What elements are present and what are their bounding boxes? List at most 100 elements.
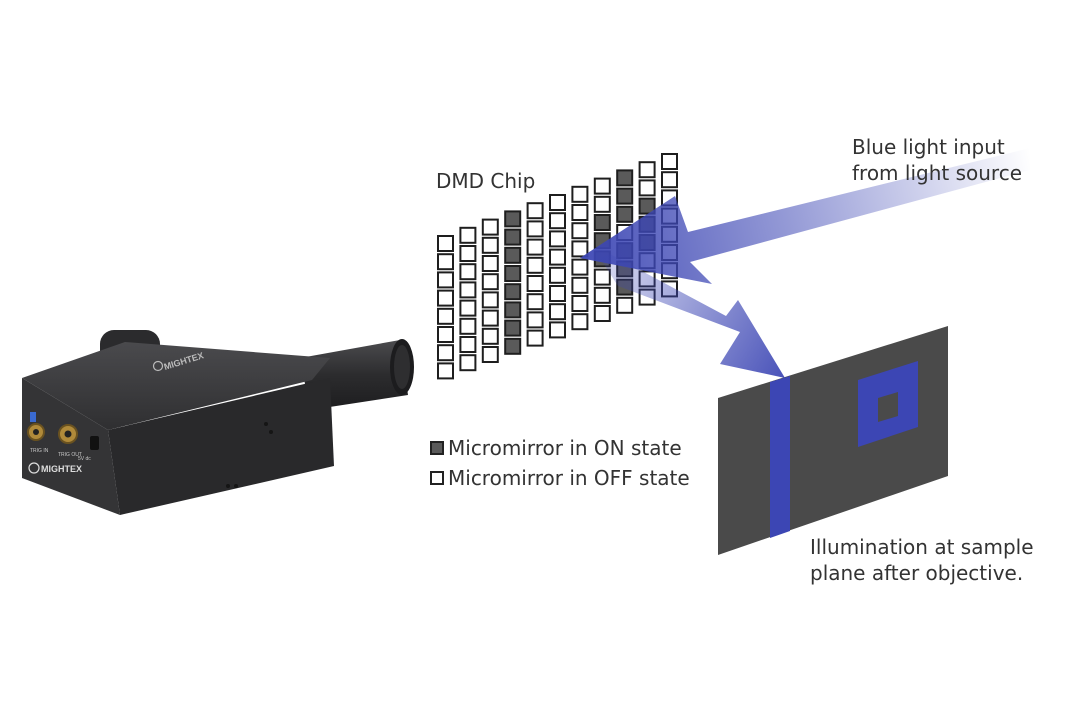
- micromirror-off: [437, 344, 454, 362]
- micromirror-off: [593, 177, 611, 195]
- micromirror-off: [481, 291, 499, 309]
- micromirror-on: [504, 210, 522, 228]
- screw: [269, 430, 273, 434]
- dmd-chip-label: DMD Chip: [436, 169, 536, 193]
- micromirror-off: [571, 222, 589, 240]
- micromirror-off: [571, 295, 589, 312]
- blue-light-input-arrow: [580, 148, 1030, 284]
- legend-on-label: Micromirror in ON state: [448, 436, 682, 460]
- micromirror-off: [459, 263, 477, 281]
- micromirror-off: [481, 309, 499, 327]
- micromirror-off: [459, 354, 477, 372]
- micromirror-off: [638, 179, 656, 197]
- micromirror-off: [571, 313, 589, 331]
- micromirror-off: [526, 238, 544, 256]
- usb-port: [30, 412, 36, 422]
- micromirror-off: [481, 327, 499, 345]
- micromirror-off: [459, 336, 477, 353]
- legend-off-state: Micromirror in OFF state: [430, 466, 690, 490]
- micromirror-off: [481, 218, 499, 236]
- device-side: [108, 378, 334, 515]
- micromirror-off: [571, 240, 589, 258]
- micromirror-off: [459, 299, 477, 317]
- screw: [226, 484, 230, 488]
- micromirror-on: [504, 337, 522, 355]
- legend-on-state: Micromirror in ON state: [430, 436, 682, 460]
- micromirror-off: [571, 258, 589, 276]
- on-state-swatch: [430, 441, 444, 455]
- micromirror-on: [593, 214, 611, 231]
- micromirror-off: [593, 286, 611, 304]
- micromirror-off: [549, 321, 566, 339]
- micromirror-off: [593, 268, 611, 286]
- micromirror-off: [571, 185, 589, 203]
- legend-off-label: Micromirror in OFF state: [448, 466, 690, 490]
- projector-device: MIGHTEX TRIG IN TRIG OUT 5V dc MIGHTEX: [22, 330, 414, 515]
- power-jack: [90, 436, 99, 450]
- micromirror-off: [549, 303, 566, 321]
- micromirror-off: [526, 275, 544, 292]
- svg-text:MIGHTEX: MIGHTEX: [41, 464, 82, 474]
- micromirror-off: [549, 230, 566, 248]
- micromirror-off: [616, 296, 634, 314]
- device-top: [22, 342, 330, 430]
- sample-plane: [718, 326, 948, 555]
- micromirror-off: [526, 202, 544, 220]
- screw: [234, 484, 238, 488]
- micromirror-off: [549, 248, 566, 266]
- bnc-connector-trig-out: [58, 424, 78, 444]
- micromirror-on: [616, 187, 634, 205]
- micromirror-off: [437, 326, 454, 343]
- micromirror-off: [549, 194, 566, 211]
- illumination-square-inner: [878, 392, 898, 422]
- sample-plane-label: Illumination at sample plane after objec…: [810, 534, 1034, 586]
- micromirror-off: [526, 311, 544, 329]
- micromirror-off: [481, 273, 499, 291]
- micromirror-on: [616, 169, 634, 187]
- micromirror-off: [481, 255, 499, 272]
- micromirror-off: [593, 305, 611, 322]
- micromirror-off: [661, 153, 678, 170]
- micromirror-off: [638, 161, 656, 179]
- micromirror-off: [481, 346, 499, 363]
- screw: [264, 422, 268, 426]
- micromirror-off: [437, 253, 454, 271]
- micromirror-off: [549, 266, 566, 284]
- micromirror-off: [437, 271, 454, 289]
- micromirror-off: [661, 171, 678, 189]
- light-input-line-1: Blue light input: [852, 135, 1005, 159]
- light-input-label: Blue light input from light source: [852, 134, 1022, 186]
- micromirror-off: [481, 236, 499, 254]
- micromirror-off: [459, 245, 477, 262]
- micromirror-off: [549, 285, 566, 302]
- micromirror-on: [504, 301, 522, 319]
- micromirror-off: [549, 212, 566, 230]
- reflected-light-arrow: [600, 254, 785, 378]
- micromirror-off: [459, 281, 477, 299]
- port-label-power: 5V dc: [78, 456, 91, 462]
- micromirror-off: [437, 235, 454, 252]
- micromirror-off: [459, 226, 477, 244]
- micromirror-off: [526, 220, 544, 238]
- micromirror-off: [526, 293, 544, 311]
- micromirror-on: [504, 265, 522, 282]
- micromirror-off: [459, 317, 477, 335]
- micromirror-on: [616, 205, 634, 223]
- illumination-stripe: [770, 376, 790, 538]
- micromirror-on: [504, 246, 522, 264]
- micromirror-on: [504, 319, 522, 337]
- sample-label-line-1: Illumination at sample: [810, 535, 1034, 559]
- micromirror-on: [504, 228, 522, 246]
- off-state-swatch: [430, 471, 444, 485]
- micromirror-off: [437, 307, 454, 325]
- port-label-trig-out: TRIG OUT: [58, 452, 82, 458]
- micromirror-off: [437, 362, 454, 380]
- port-label-trig-in: TRIG IN: [30, 448, 49, 454]
- micromirror-off: [526, 256, 544, 274]
- lens-tube: [300, 339, 414, 410]
- micromirror-off: [593, 195, 611, 213]
- micromirror-on: [504, 283, 522, 301]
- micromirror-off: [526, 329, 544, 347]
- micromirror-off: [571, 204, 589, 221]
